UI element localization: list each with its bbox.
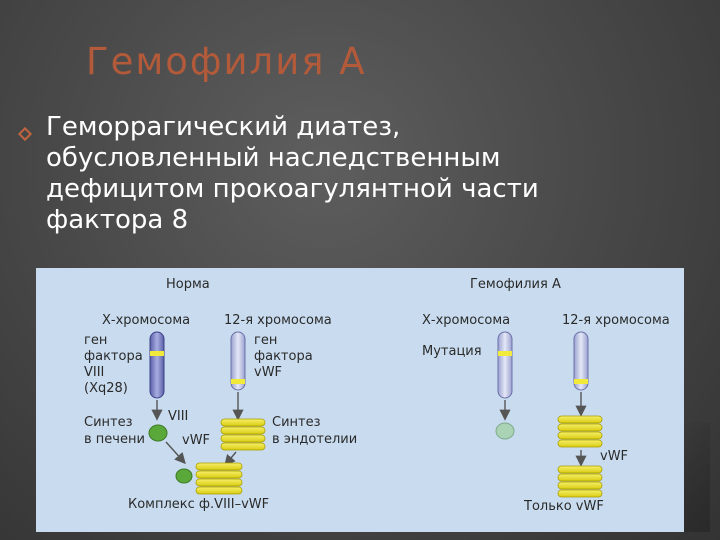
- hemo-x-chromosome-label: Х-хромосома: [422, 313, 510, 328]
- body-line-3: дефицитом прокоагулянтной части: [46, 174, 539, 204]
- norm-chrom12-label: 12-я хромосома: [224, 313, 332, 328]
- slide-title: Гемофилия А: [86, 40, 367, 83]
- body-line-2: обусловленный наследственным: [46, 143, 501, 173]
- hemo-only-vwf-label: Только vWF: [523, 499, 604, 514]
- norm-complex-protein: [175, 468, 193, 484]
- hemo-x-chromosome: [497, 331, 513, 399]
- norm-synth-liver-line1: Синтез: [84, 415, 133, 430]
- body-line-1: Геморрагический диатез,: [46, 112, 401, 142]
- hemo-vwf-coil: [557, 415, 603, 448]
- slide-body-text: Геморрагический диатез, обусловленный на…: [46, 112, 646, 236]
- norm-factor8-protein: [148, 424, 168, 442]
- norm-genevwf-line1: ген: [254, 333, 277, 348]
- bullet-icon: [17, 126, 33, 142]
- norm-gene8-line2: фактора: [84, 349, 143, 364]
- hemo-header: Гемофилия А: [470, 277, 561, 292]
- norm-viii-label: VIII: [168, 409, 188, 424]
- norm-synth-liver-line2: в печени: [84, 432, 145, 447]
- norm-chrom12: [230, 331, 246, 391]
- norm-complex-coil: [195, 462, 243, 495]
- norm-genevwf-line3: vWF: [254, 365, 282, 380]
- hemo-missing-factor8: [495, 422, 515, 440]
- diagram-svg: Норма Х-хромосома 12-я хромосома ген фак…: [84, 277, 670, 514]
- body-line-4: фактора 8: [46, 205, 189, 235]
- hemo-only-vwf-coil: [557, 465, 603, 498]
- norm-gene8-line1: ген: [84, 333, 107, 348]
- hemo-vwf-label: vWF: [600, 449, 628, 464]
- norm-vwf-label: vWF: [182, 433, 210, 448]
- hemo-chrom12: [573, 331, 589, 391]
- hemophilia-diagram: Норма Х-хромосома 12-я хромосома ген фак…: [36, 268, 684, 532]
- norm-gene8-line4: (Xq28): [84, 381, 128, 396]
- norm-complex-label: Комплекс ф.VIII–vWF: [128, 497, 269, 512]
- norm-synth-endo-line1: Синтез: [272, 415, 321, 430]
- norm-x-chromosome-label: Х-хромосома: [102, 313, 190, 328]
- hemo-mutation-label: Мутация: [422, 344, 482, 359]
- norm-synth-endo-line2: в эндотелии: [272, 432, 357, 447]
- norm-genevwf-line2: фактора: [254, 349, 313, 364]
- norm-vwf-coil: [220, 418, 266, 451]
- norm-gene8-line3: VIII: [84, 365, 104, 380]
- hemo-chrom12-label: 12-я хромосома: [562, 313, 670, 328]
- norm-x-chromosome: [149, 331, 165, 399]
- norm-header: Норма: [166, 277, 210, 292]
